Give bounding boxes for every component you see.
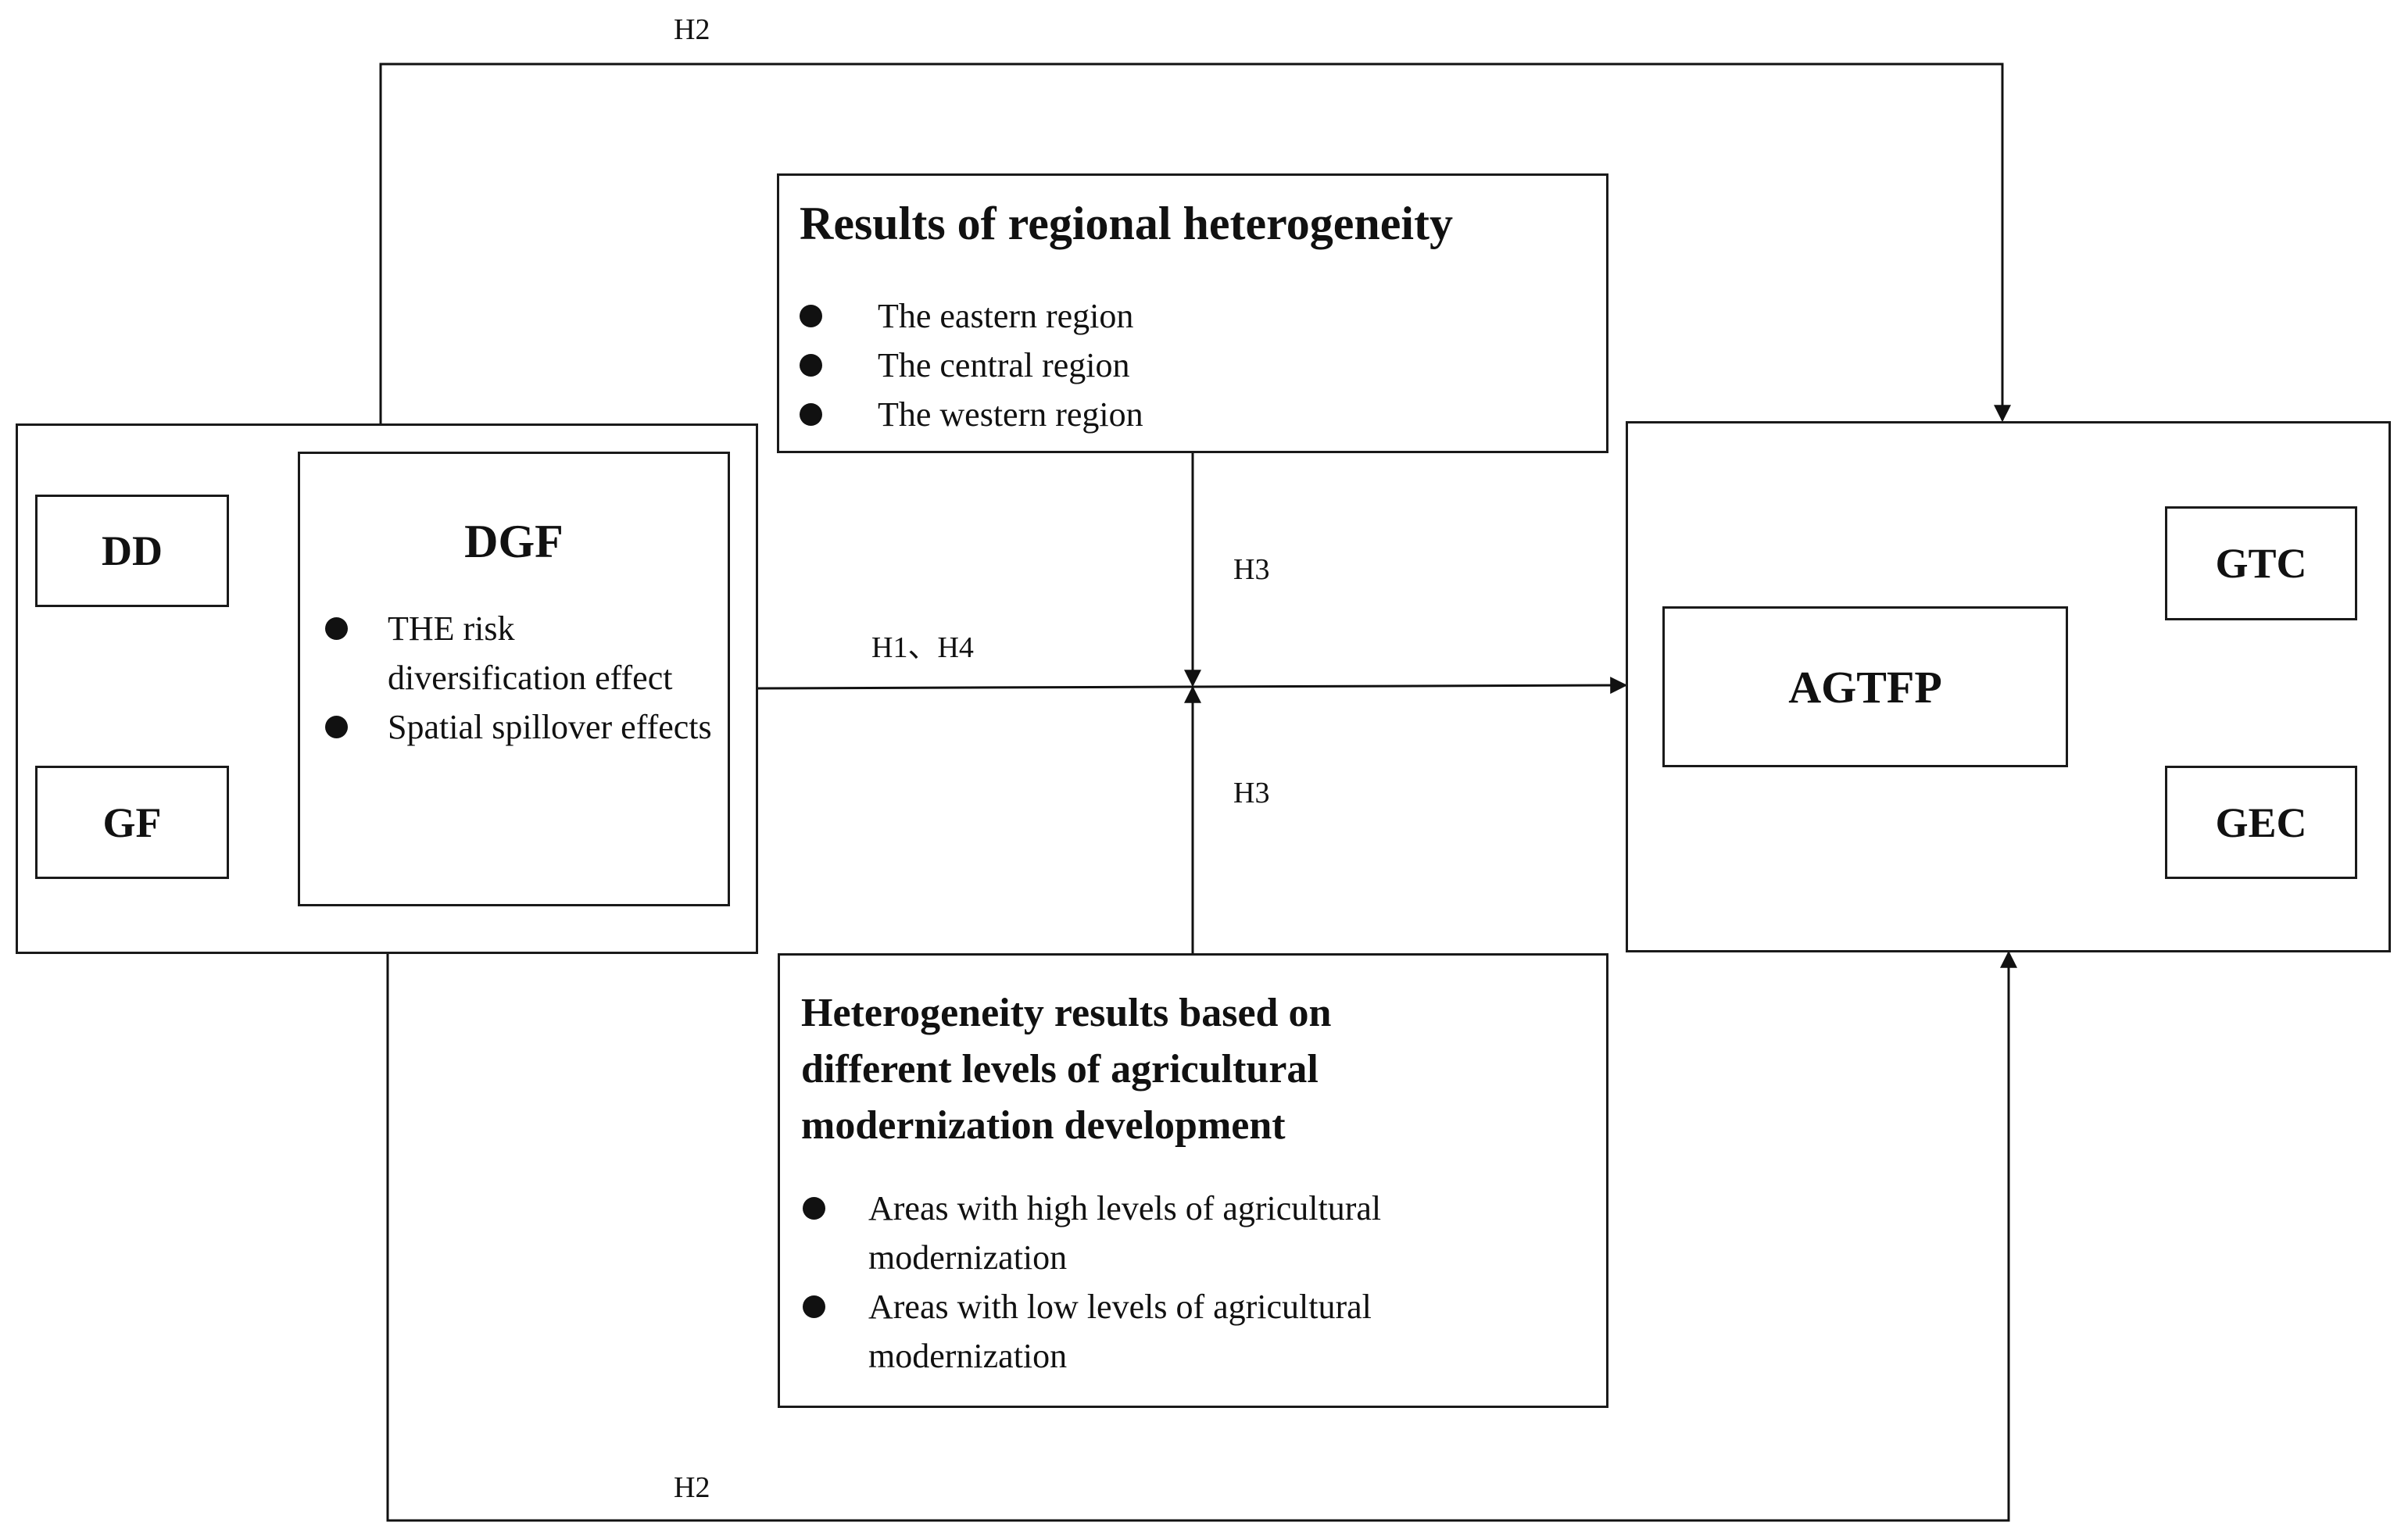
modernization-bullet-item: Areas with low levels of agricultural mo… [803, 1282, 1540, 1381]
modernization-heterogeneity-box: Heterogeneity results based on different… [778, 953, 1608, 1408]
bullet-dot [800, 354, 822, 377]
gtc-box: GTC [2165, 506, 2357, 620]
gec-label: GEC [2215, 799, 2307, 846]
bullet-dot [800, 403, 822, 426]
regional-bullet-list: The eastern region The central region Th… [800, 291, 1143, 439]
gf-label: GF [102, 799, 162, 846]
h3-bottom-label: H3 [1233, 777, 1270, 809]
dd-label: DD [102, 527, 163, 574]
regional-heterogeneity-box: Results of regional heterogeneity The ea… [777, 173, 1608, 453]
h3-top-label: H3 [1233, 553, 1270, 586]
regional-heterogeneity-title: Results of regional heterogeneity [800, 198, 1453, 249]
modernization-bullet-list: Areas with high levels of agricultural m… [803, 1184, 1540, 1381]
modernization-heterogeneity-title: Heterogeneity results based on different… [801, 991, 1332, 1148]
agtfp-box: AGTFP [1662, 606, 2068, 767]
regional-bullet-item: The eastern region [800, 291, 1143, 341]
h2-bottom-path [386, 950, 2017, 1522]
dgf-bullet-item: Spatial spillover effects [325, 702, 716, 752]
h2-bottom-label: H2 [674, 1471, 710, 1504]
dgf-title: DGF [464, 516, 564, 567]
dgf-bullet-list: THE risk diversification effect Spatial … [325, 604, 716, 752]
agtfp-label: AGTFP [1788, 661, 1942, 713]
bullet-dot [803, 1197, 825, 1220]
h2-top-path [379, 63, 2011, 423]
regional-bullet-item: The central region [800, 341, 1143, 390]
dgf-bullet-item: THE risk diversification effect [325, 604, 716, 702]
bullet-dot [800, 305, 822, 327]
gf-box: GF [35, 766, 229, 879]
h1-h4-label: H1、H4 [871, 631, 974, 664]
modernization-bullet-item: Areas with high levels of agricultural m… [803, 1184, 1540, 1282]
gec-box: GEC [2165, 766, 2357, 879]
dd-box: DD [35, 495, 229, 607]
bullet-dot [325, 617, 348, 640]
bullet-dot [325, 716, 348, 738]
h2-top-label: H2 [674, 13, 710, 46]
bullet-dot [803, 1295, 825, 1318]
regional-bullet-item: The western region [800, 390, 1143, 439]
gtc-label: GTC [2215, 540, 2307, 587]
dgf-box: DGF THE risk diversification effect Spat… [298, 452, 730, 906]
